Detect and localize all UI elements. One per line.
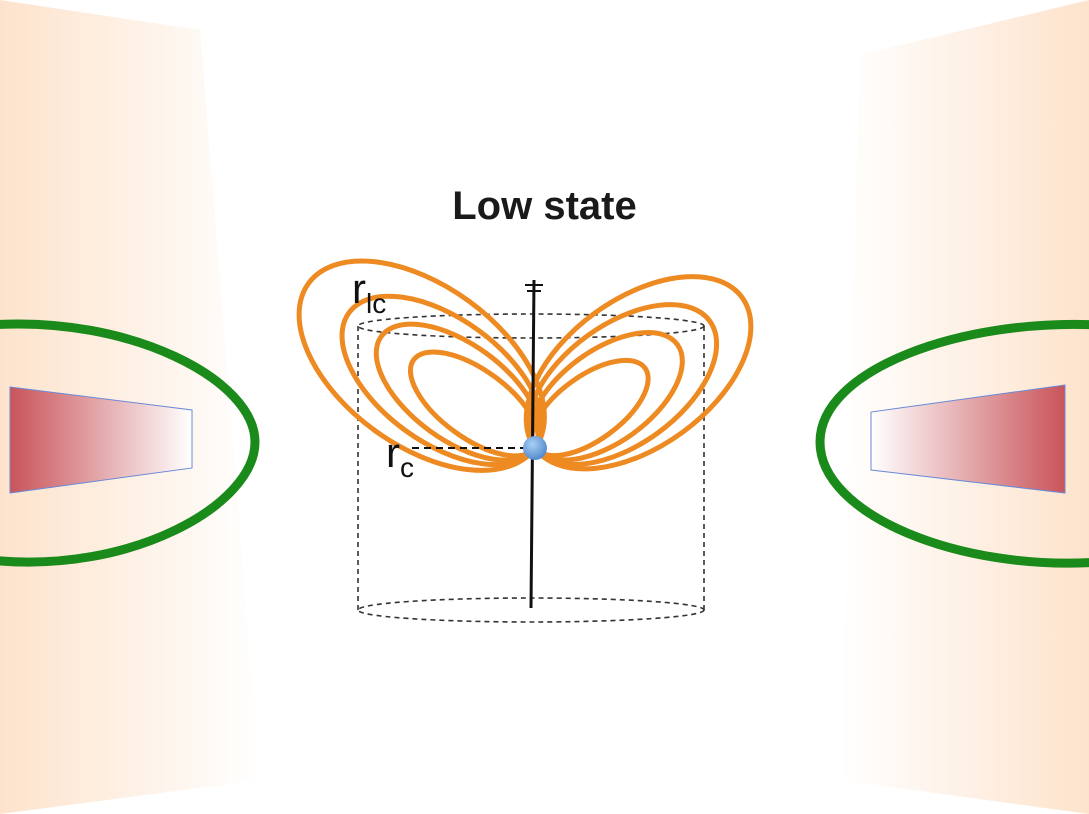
light-cylinder-label: rlc (352, 268, 386, 318)
left-accretion-disk (0, 319, 260, 567)
magnetic-field-lines (296, 258, 754, 473)
corotation-label-sub: c (400, 452, 414, 483)
light-cylinder-label-sub: lc (366, 288, 387, 319)
right-accretion-disk (815, 319, 1089, 568)
diagram-title: Low state (452, 184, 637, 228)
light-cylinder-label-main: r (352, 265, 366, 312)
neutron-star-icon (523, 436, 547, 460)
right-disk-wedge (870, 384, 1066, 494)
right-disk-ring (815, 319, 1089, 568)
field-loop-right-4 (523, 274, 754, 472)
corotation-label-main: r (386, 429, 400, 476)
corotation-radius-label: rc (386, 432, 414, 482)
left-disk-wedge (9, 386, 193, 494)
left-disk-ring (0, 319, 260, 567)
spin-arrow-icon (525, 284, 543, 292)
